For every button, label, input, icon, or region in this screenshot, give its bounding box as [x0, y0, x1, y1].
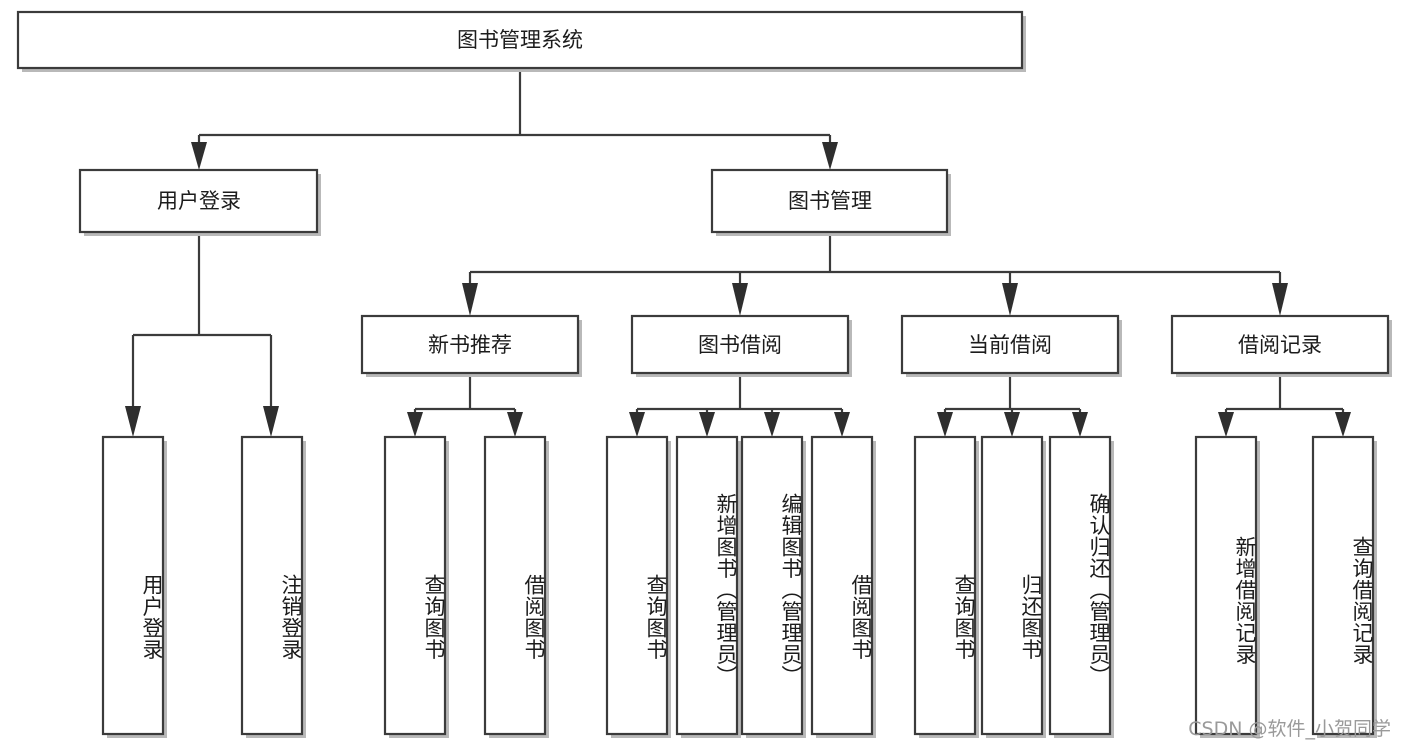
arrow-record-leaf-1 [1218, 412, 1234, 437]
leaf-borrow-borrow-books[interactable] [810, 435, 874, 736]
node-book-management[interactable] [710, 168, 949, 234]
leaf-logout[interactable] [240, 435, 304, 736]
arrow-current-leaf-3 [1072, 412, 1088, 437]
arrow-to-new-book [462, 283, 478, 316]
arrow-newbook-leaf-1 [407, 412, 423, 437]
leaf-borrow-add-book[interactable] [675, 435, 739, 736]
leaf-record-add[interactable] [1194, 435, 1258, 736]
leaf-newbook-borrow-books[interactable] [483, 435, 547, 736]
csdn-watermark: CSDN @软件_小贺同学 [1188, 718, 1391, 740]
arrow-to-leaf-logout [263, 406, 279, 437]
leaf-record-query[interactable] [1311, 435, 1375, 736]
node-current-borrow[interactable] [900, 314, 1120, 375]
node-root[interactable] [16, 10, 1024, 70]
arrow-to-book-management [822, 142, 838, 170]
arrow-record-leaf-2 [1335, 412, 1351, 437]
node-layer: 图书管理系统 用户登录 图书管理 新书推荐 图书借阅 当前借阅 借阅记录 [16, 10, 1392, 738]
arrow-to-current-borrow [1002, 283, 1018, 316]
leaf-current-return-books[interactable] [980, 435, 1044, 736]
node-borrow-record-label: 借阅记录 [1238, 333, 1322, 357]
leaf-current-confirm-return[interactable] [1048, 435, 1112, 736]
node-root-label: 图书管理系统 [457, 28, 583, 52]
node-book-borrow-label: 图书借阅 [698, 333, 782, 357]
leaf-borrow-edit-book[interactable] [740, 435, 804, 736]
arrow-borrow-leaf-2 [699, 412, 715, 437]
node-new-book-recommend[interactable] [360, 314, 580, 375]
node-user-login-label: 用户登录 [157, 189, 241, 213]
arrow-borrow-leaf-4 [834, 412, 850, 437]
node-book-management-label: 图书管理 [788, 189, 872, 213]
arrow-to-leaf-user-login [125, 406, 141, 437]
arrow-to-book-borrow [732, 283, 748, 316]
node-borrow-record[interactable] [1170, 314, 1390, 375]
arrow-newbook-leaf-2 [507, 412, 523, 437]
arrow-borrow-leaf-1 [629, 412, 645, 437]
arrow-to-user-login [191, 142, 207, 170]
arrow-to-borrow-record [1272, 283, 1288, 316]
node-current-borrow-label: 当前借阅 [968, 333, 1052, 357]
node-book-borrow[interactable] [630, 314, 850, 375]
leaf-borrow-query-books[interactable] [605, 435, 669, 736]
arrow-current-leaf-1 [937, 412, 953, 437]
arrow-borrow-leaf-3 [764, 412, 780, 437]
node-new-book-label: 新书推荐 [428, 333, 512, 357]
connector-layer [125, 69, 1351, 437]
node-user-login[interactable] [78, 168, 319, 234]
leaf-current-query-books[interactable] [913, 435, 977, 736]
leaf-user-login[interactable] [101, 435, 165, 736]
leaf-newbook-query-books[interactable] [383, 435, 447, 736]
arrow-current-leaf-2 [1004, 412, 1020, 437]
